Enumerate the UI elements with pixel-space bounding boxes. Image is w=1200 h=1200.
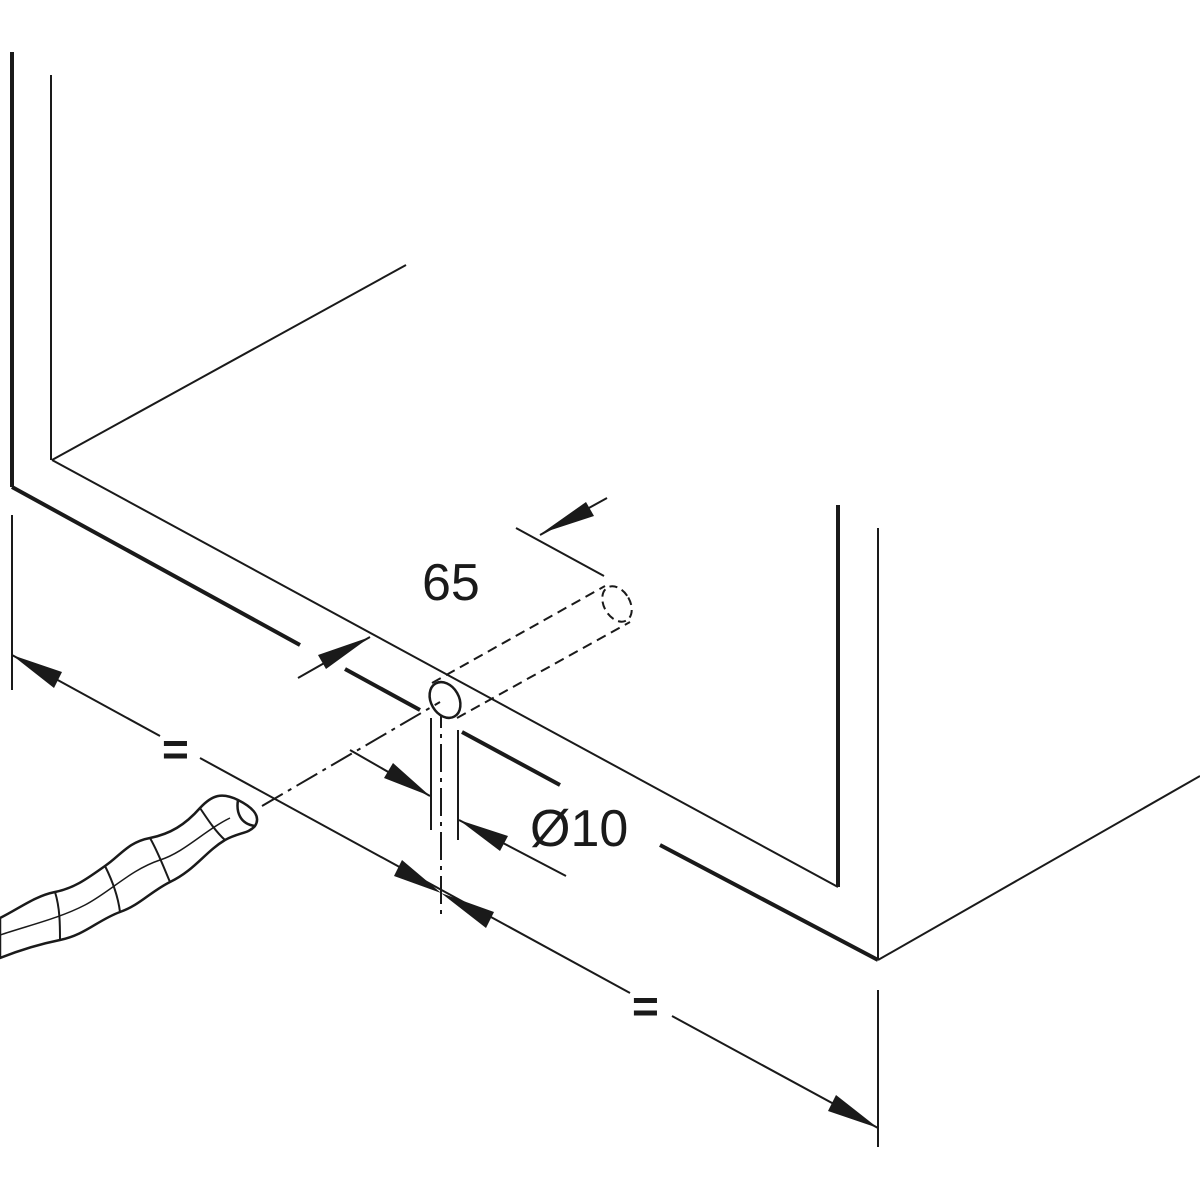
right-floor-edge <box>877 775 1200 961</box>
drill-axis <box>261 701 441 807</box>
arrow-center-left <box>394 860 441 893</box>
back-floor-edge <box>51 264 407 461</box>
arrow-center-right <box>441 893 494 928</box>
arrow-width-right <box>828 1095 878 1128</box>
arrow-depth-lower <box>318 637 370 669</box>
drill-bit-icon <box>0 794 259 960</box>
hole-depth-dashed-bottom <box>456 621 631 719</box>
bottom-inner-edge <box>51 459 839 888</box>
diameter-label: Ø10 <box>530 800 628 858</box>
arrow-width-left <box>12 655 62 688</box>
hole-depth-dashed-top <box>431 585 606 684</box>
drill-hole <box>428 680 462 720</box>
hole-end-dashed <box>601 585 633 623</box>
equal-left-label: = <box>162 723 189 775</box>
arrow-dia-left <box>384 763 430 796</box>
front-edge <box>11 485 879 962</box>
equal-right-label: = <box>632 980 659 1032</box>
arrowheads <box>12 502 878 1128</box>
depth-label: 65 <box>422 554 480 612</box>
depth-extension-line <box>515 527 605 577</box>
arrow-depth-upper <box>542 502 594 533</box>
arrow-dia-right <box>459 820 508 851</box>
